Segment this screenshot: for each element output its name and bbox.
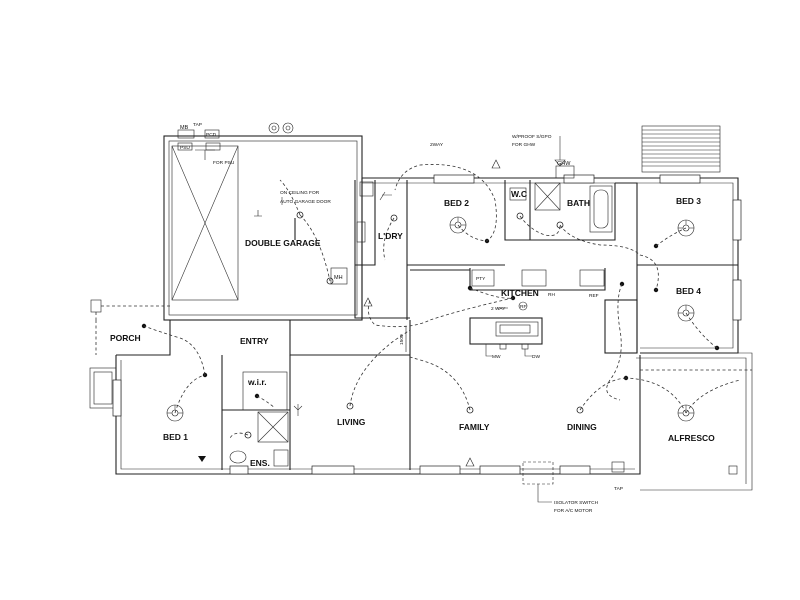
- room-label-entry: ENTRY: [240, 336, 269, 346]
- room-label-double-garage: DOUBLE GARAGE: [245, 238, 321, 248]
- note-2way-top: 2WAY: [430, 142, 444, 148]
- misc-symbols: [177, 122, 625, 503]
- mh-box: [330, 267, 348, 285]
- note-ceiling-2: AUTO GARAGE DOOR: [280, 199, 331, 205]
- note-pty: PTY: [476, 276, 486, 282]
- note-ceiling-1: ON CEILING FOR: [280, 190, 320, 196]
- room-label-bed3: BED 3: [676, 196, 701, 206]
- note-rh: RH: [548, 292, 555, 298]
- note-ref: REF: [589, 293, 599, 299]
- light-fixtures: [141, 211, 720, 439]
- room-label-living: LIVING: [337, 417, 366, 427]
- note-2way-kitchen: 2 WAY: [491, 306, 506, 312]
- note-for-psu: FOR PSU: [213, 160, 235, 166]
- wiring-lines: [95, 164, 752, 439]
- external-light-icon: [282, 122, 294, 134]
- room-label-bed2: BED 2: [444, 198, 469, 208]
- note-wproof-2: FOR GHW: [512, 142, 536, 148]
- ceiling-fan-icon: [677, 404, 695, 422]
- ceiling-fan-icon: [677, 219, 695, 237]
- note-mw: MW: [492, 354, 501, 360]
- note-pcd: PCD: [206, 132, 217, 138]
- room-label-laundry: L'DRY: [378, 231, 403, 241]
- room-label-kitchen: KITCHEN: [501, 288, 539, 298]
- room-labels: DOUBLE GARAGE PORCH ENTRY BED 1 w.i.r. E…: [110, 189, 715, 468]
- room-label-bed4: BED 4: [676, 286, 701, 296]
- note-ghw: GHW: [557, 161, 571, 167]
- interior-walls: [89, 145, 738, 470]
- note-mb: MB: [180, 125, 189, 131]
- windows: [112, 174, 742, 475]
- note-psu: PSU: [180, 145, 190, 151]
- external-light-icon: [268, 122, 280, 134]
- note-wproof-1: W/PROOF S/GPO: [512, 134, 552, 140]
- note-dim-wall: 1500: [399, 334, 405, 345]
- note-rf: RF: [520, 304, 526, 310]
- ceiling-fan-icon: [449, 216, 467, 234]
- room-label-wc: W.C: [511, 189, 527, 199]
- note-isolator-1: ISOLATOR SWITCH: [554, 500, 599, 506]
- room-label-wir: w.i.r.: [247, 377, 267, 387]
- ceiling-fan-icon: [166, 404, 184, 422]
- room-label-porch: PORCH: [110, 333, 141, 343]
- note-isolator-2: FOR A/C MOTOR: [554, 508, 593, 514]
- note-tap-top: TAP: [193, 122, 202, 128]
- exterior-walls: [115, 135, 739, 475]
- room-label-bed1: BED 1: [163, 432, 188, 442]
- alfresco-area: [636, 125, 753, 491]
- room-label-bath: BATH: [567, 198, 590, 208]
- note-dw: DW: [532, 354, 540, 360]
- note-tap-bottom: TAP: [614, 486, 623, 492]
- annotations: MB TAP PCD PSU FOR PSU ON CEILING FOR AU…: [180, 122, 623, 514]
- room-label-alfresco: ALFRESCO: [668, 433, 715, 443]
- ceiling-fan-icon: [677, 304, 695, 322]
- room-label-dining: DINING: [567, 422, 597, 432]
- room-label-family: FAMILY: [459, 422, 490, 432]
- note-mh: MH: [334, 275, 343, 281]
- room-label-ens: ENS.: [250, 458, 270, 468]
